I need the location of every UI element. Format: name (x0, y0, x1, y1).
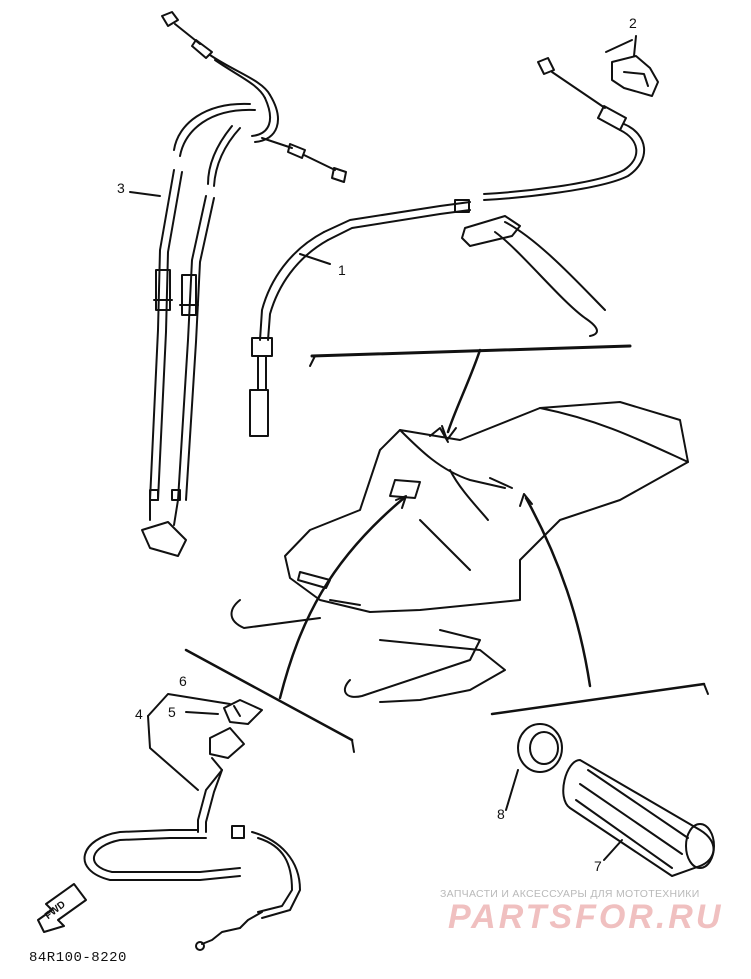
cable-assembly-3 (141, 11, 347, 557)
snowmobile-body (230, 401, 689, 703)
clip-2 (605, 39, 659, 97)
watermark-caption: ЗАПЧАСТИ И АКСЕССУАРЫ ДЛЯ МОТОТЕХНИКИ (440, 888, 700, 900)
callout-3: 3 (117, 180, 125, 196)
callout-2: 2 (629, 15, 637, 31)
grip-7 (517, 723, 715, 877)
cable-1 (249, 57, 645, 437)
callout-6: 6 (179, 673, 187, 689)
callout-8: 8 (497, 806, 505, 822)
callout-1: 1 (338, 262, 346, 278)
watermark-logo: PARTSFOR.RU (448, 898, 724, 936)
diagram-code: 84R100-8220 (29, 950, 127, 966)
switch-assembly-4 (83, 699, 301, 951)
callout-7: 7 (594, 858, 602, 874)
callout-4: 4 (135, 706, 143, 722)
callout-5: 5 (168, 704, 176, 720)
